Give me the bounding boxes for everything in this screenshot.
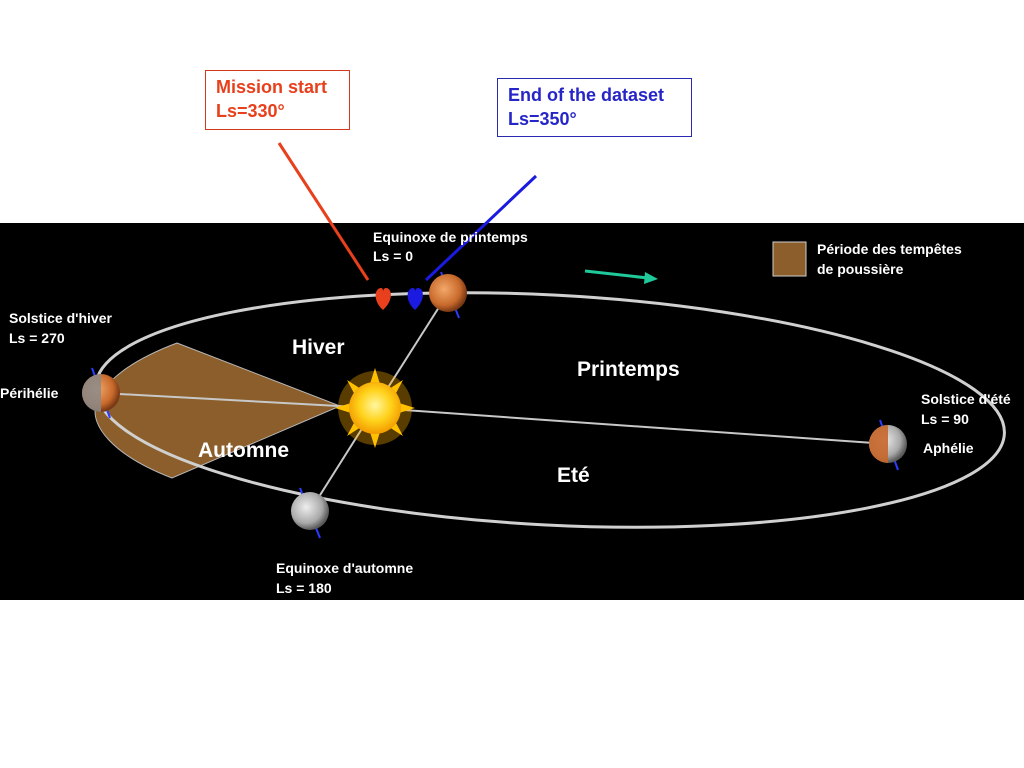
mars-equinoxe-printemps-icon xyxy=(429,271,467,319)
season-hiver: Hiver xyxy=(292,336,345,359)
mission-start-title: Mission start xyxy=(216,77,328,97)
season-automne: Automne xyxy=(198,439,289,462)
solstice-hiver-ls: Ls = 270 xyxy=(9,330,65,346)
equinoxe-automne-label: Equinoxe d'automne xyxy=(276,560,413,576)
legend-label-line2: de poussière xyxy=(817,261,904,277)
mission-start-ls: Ls=330° xyxy=(216,101,285,121)
end-dataset-ls: Ls=350° xyxy=(508,109,577,129)
end-dataset-heart-icon xyxy=(407,288,423,310)
aphelie-label: Aphélie xyxy=(923,440,974,456)
legend-swatch xyxy=(772,241,807,277)
mission-start-callout: Mission start Ls=330° xyxy=(205,70,350,130)
season-printemps: Printemps xyxy=(577,358,680,381)
mars-equinoxe-automne-icon xyxy=(291,487,329,539)
solstice-ete-label: Solstice d'été xyxy=(921,391,1011,407)
mars-aphelie-icon xyxy=(869,419,907,471)
equinoxe-printemps-ls: Ls = 0 xyxy=(373,248,413,264)
orbit-direction-arrow-icon xyxy=(584,269,658,284)
legend-label-line1: Période des tempêtes xyxy=(817,241,962,257)
solstice-ete-ls: Ls = 90 xyxy=(921,411,969,427)
perihelie-label: Périhélie xyxy=(0,385,59,401)
sun-icon xyxy=(335,368,415,448)
equinoxe-printemps-label: Equinoxe de printemps xyxy=(373,229,528,245)
season-ete: Eté xyxy=(557,464,590,487)
end-dataset-callout: End of the dataset Ls=350° xyxy=(497,78,692,137)
end-dataset-pointer xyxy=(424,174,538,282)
mission-start-heart-icon xyxy=(375,288,391,310)
solstice-hiver-label: Solstice d'hiver xyxy=(9,310,112,326)
mars-perihelie-icon xyxy=(82,367,120,419)
mission-start-pointer xyxy=(277,142,370,281)
equinoxe-automne-ls: Ls = 180 xyxy=(276,580,332,596)
end-dataset-title: End of the dataset xyxy=(508,85,665,105)
